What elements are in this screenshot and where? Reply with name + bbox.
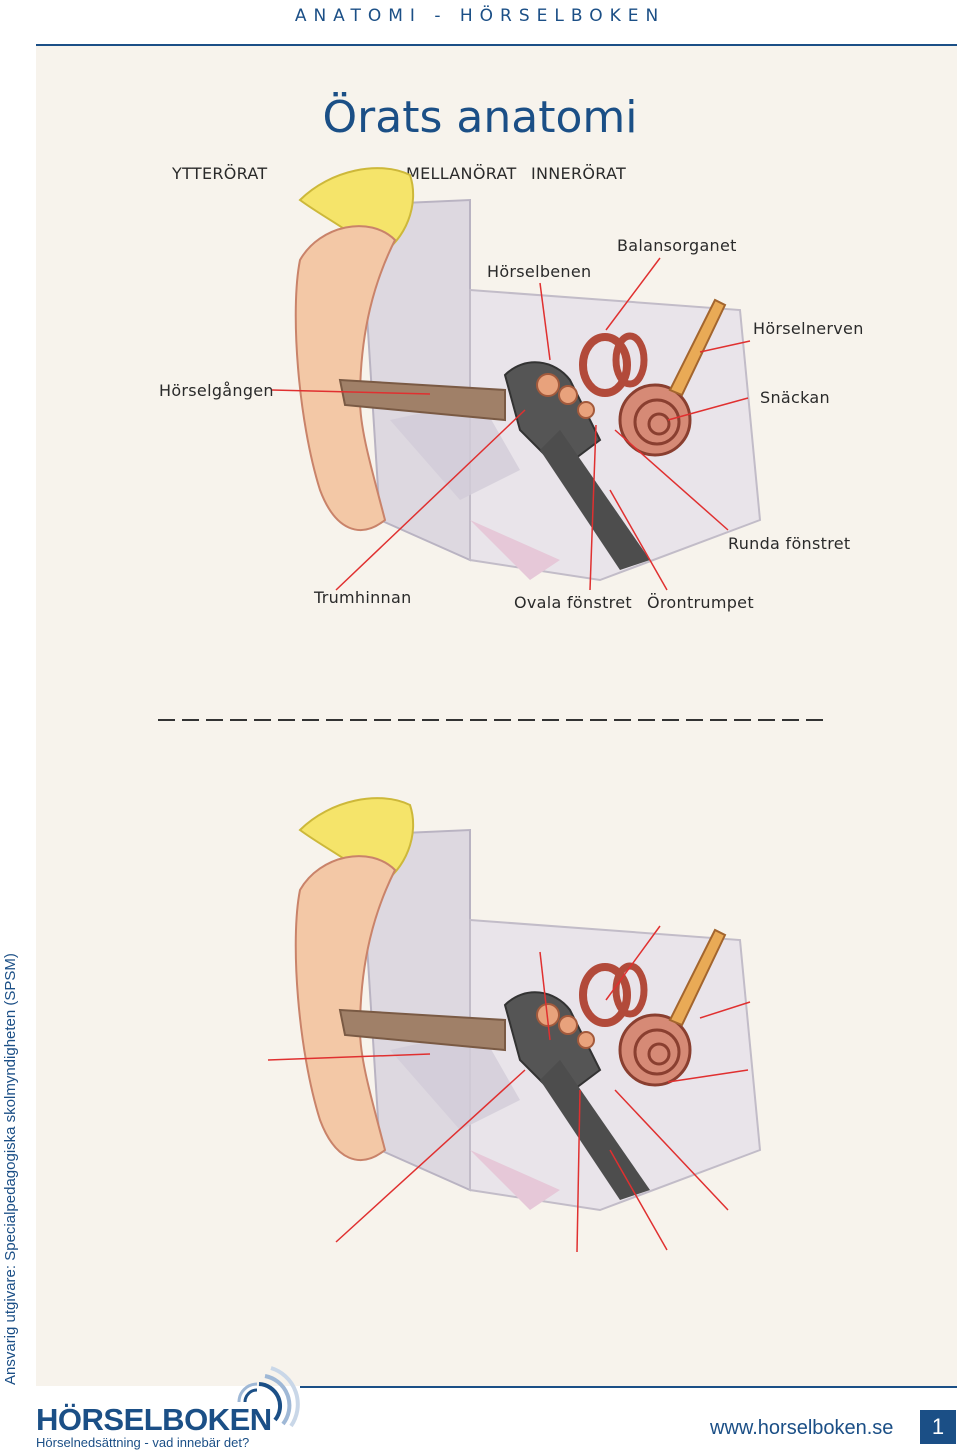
- section-label-middle-ear: MELLANÖRAT: [406, 164, 517, 183]
- footer-divider: [300, 1386, 957, 1388]
- label-balansorganet: Balansorganet: [617, 236, 737, 255]
- ear-diagram-blank: [267, 797, 762, 1253]
- label-ovala-fonstret: Ovala fönstret: [514, 593, 632, 612]
- label-orontrumpet: Örontrumpet: [647, 593, 754, 612]
- brand-tagline: Hörselnedsättning - vad innebär det?: [36, 1435, 250, 1450]
- header-divider: [36, 44, 957, 46]
- website-link[interactable]: www.horselboken.se: [710, 1417, 894, 1439]
- page-title: Örats anatomi: [322, 92, 638, 143]
- blank-label-arrows: [267, 925, 751, 1253]
- horselboken-logo-icon: [237, 1366, 300, 1428]
- label-horselnerven: Hörselnerven: [753, 319, 864, 338]
- cut-line: [158, 719, 828, 721]
- ear-diagram-labeled: [271, 167, 762, 591]
- ear-illustration: [294, 797, 762, 1212]
- label-trumhinnan: Trumhinnan: [314, 588, 412, 607]
- label-arrows: [271, 257, 751, 591]
- label-runda-fonstret: Runda fönstret: [728, 534, 851, 553]
- section-label-outer-ear: YTTERÖRAT: [172, 164, 268, 183]
- section-label-inner-ear: INNERÖRAT: [531, 164, 627, 183]
- publisher-sidebar: Ansvarig utgivare: Specialpedagogiska sk…: [2, 953, 19, 1385]
- page-header: ANATOMI - HÖRSELBOKEN: [294, 6, 666, 26]
- ear-illustration: [294, 167, 762, 582]
- page-number: 1: [920, 1410, 956, 1444]
- label-snackan: Snäckan: [760, 388, 830, 407]
- label-horselgangen: Hörselgången: [159, 381, 274, 400]
- brand-name: HÖRSELBOKEN: [36, 1402, 272, 1437]
- label-horselbenen: Hörselbenen: [487, 262, 592, 281]
